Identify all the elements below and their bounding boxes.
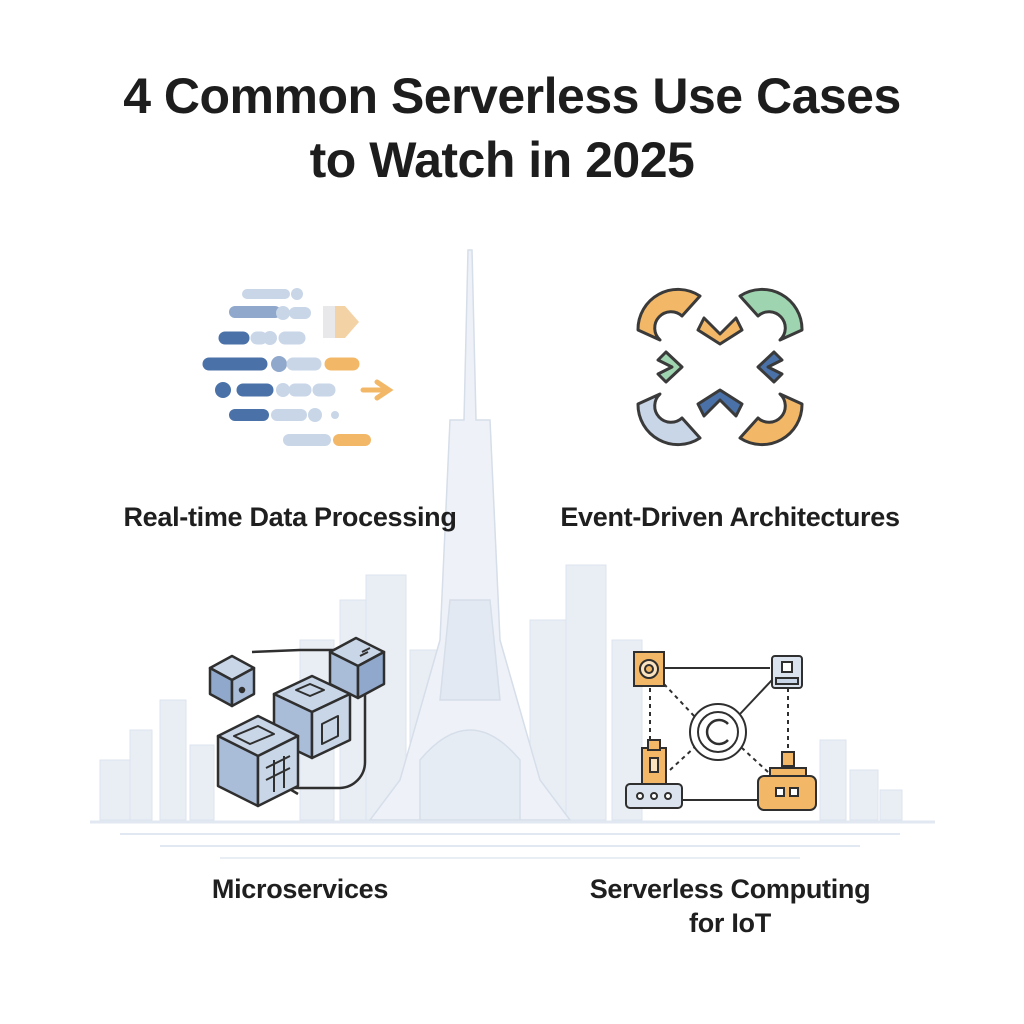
title-line-1: 4 Common Serverless Use Cases: [123, 68, 901, 124]
data-stream-icon: [202, 288, 394, 446]
iot-device-network-icon: [625, 651, 817, 811]
use-case-label-serverless-iot-line-2: for IoT: [689, 908, 771, 938]
use-case-label-real-time-data-processing: Real-time Data Processing: [123, 502, 457, 532]
use-case-label-serverless-iot-line-1: Serverless Computing: [589, 874, 871, 904]
title-line-2: to Watch in 2025: [309, 132, 695, 188]
interlocking-arcs-icon: [636, 287, 804, 447]
page-title: 4 Common Serverless Use Cases to Watch i…: [0, 64, 1024, 192]
use-case-label-microservices: Microservices: [211, 874, 389, 904]
connected-cubes-icon: [208, 636, 386, 808]
use-case-label-serverless-iot: Serverless Computing for IoT: [560, 872, 900, 940]
use-case-label-event-driven-architectures: Event-Driven Architectures: [560, 502, 900, 532]
